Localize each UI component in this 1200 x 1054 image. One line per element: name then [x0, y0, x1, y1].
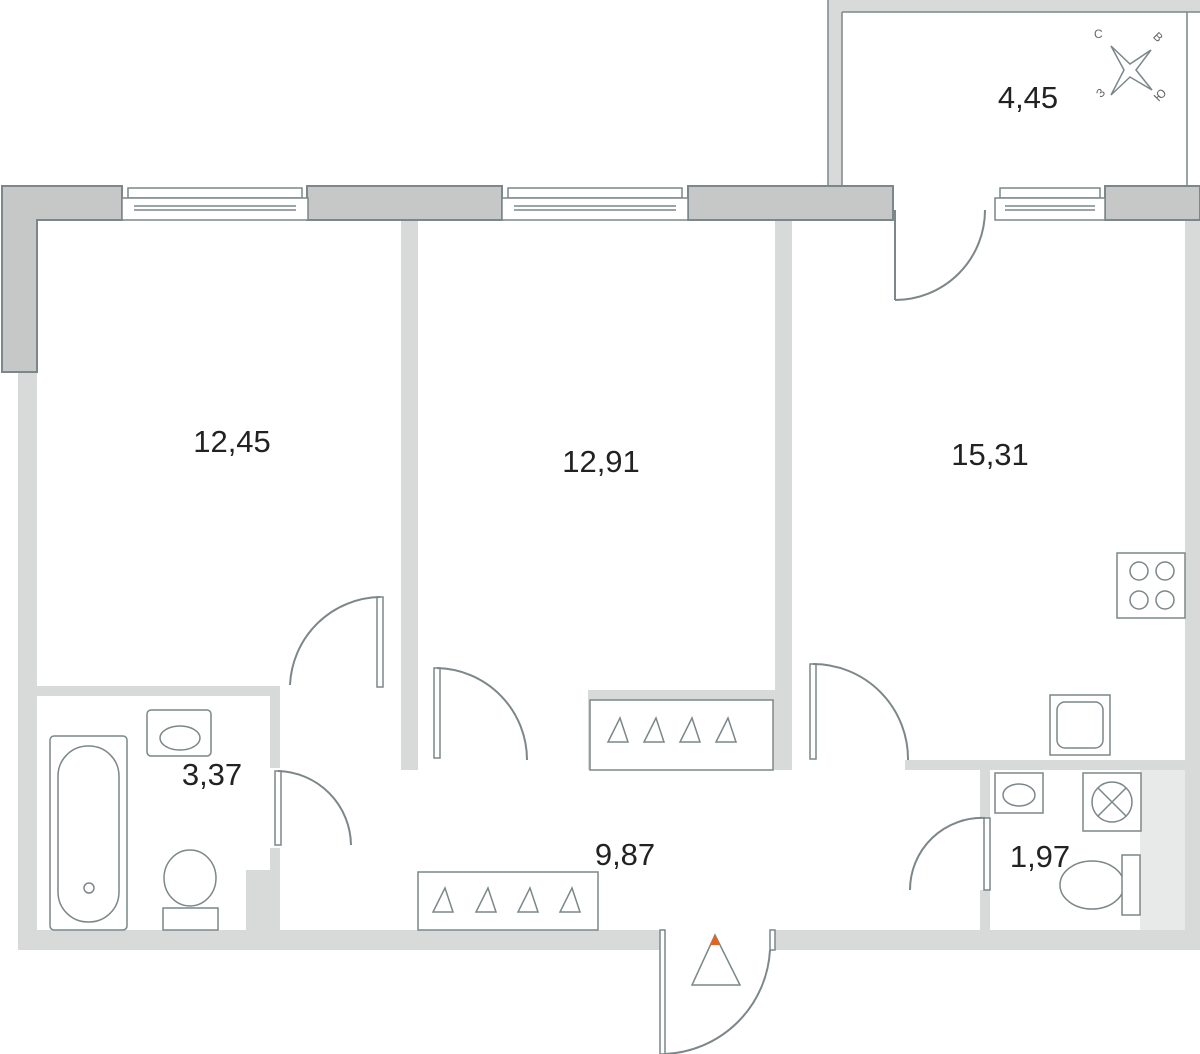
bathroom-toilet	[162, 849, 219, 931]
balcony-door	[894, 209, 986, 301]
toilet-door	[908, 816, 991, 891]
bathroom-door	[274, 770, 352, 846]
window-1	[121, 187, 309, 221]
balcony-outline	[827, 0, 1200, 186]
entrance-marker	[690, 933, 742, 986]
room-area-balcony: 4,45	[997, 80, 1059, 115]
stove	[1116, 552, 1186, 619]
bedroom-2-door	[433, 667, 528, 761]
entrance-door	[659, 929, 776, 1054]
wardrobe-hallway	[417, 871, 599, 931]
washing-machine	[1082, 772, 1142, 832]
kitchen-door	[809, 663, 910, 761]
room-area-hallway: 9,87	[594, 837, 656, 872]
room-area-kitchen-living: 15,31	[951, 437, 1029, 472]
toilet-bowl	[1059, 854, 1141, 916]
bathroom-sink	[146, 709, 212, 757]
compass-icon	[1110, 45, 1153, 96]
room-area-bathroom: 3,37	[181, 757, 243, 792]
partition-walls	[18, 220, 1200, 950]
wardrobe-bedroom-2	[588, 690, 775, 771]
room-area-toilet: 1,97	[1009, 839, 1071, 874]
bedroom-1-door	[289, 596, 384, 688]
doors	[274, 209, 991, 1054]
bathtub	[49, 735, 128, 931]
compass-north: С	[1094, 27, 1103, 41]
kitchen-sink	[1049, 694, 1111, 756]
window-3	[994, 187, 1106, 221]
room-area-bedroom-1: 12,45	[193, 424, 271, 459]
toilet-sink	[994, 772, 1044, 814]
window-2	[501, 187, 689, 221]
room-area-bedroom-2: 12,91	[562, 444, 640, 479]
